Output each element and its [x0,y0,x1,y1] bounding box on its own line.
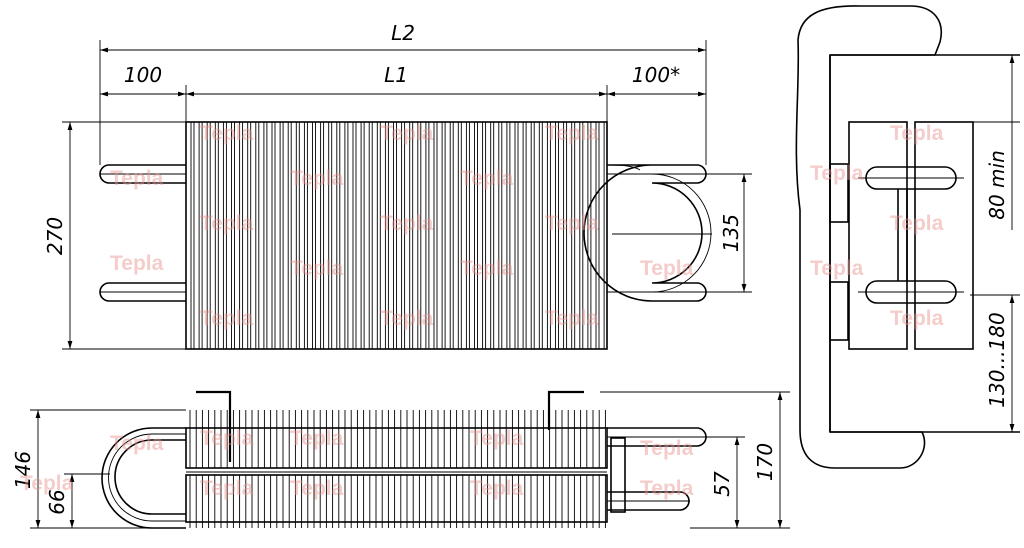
dim-135: 135 [706,173,752,293]
svg-text:Tepla: Tepla [640,437,694,460]
svg-text:Tepla: Tepla [200,122,254,145]
wall-mount-view: 80 min 130...180 [795,5,1020,469]
svg-text:Tepla: Tepla [380,122,434,145]
svg-text:Tepla: Tepla [640,477,694,500]
svg-text:Tepla: Tepla [890,307,944,330]
svg-text:Tepla: Tepla [200,307,254,330]
u-bend-pipe [583,164,712,302]
dim-57: 57 [600,391,790,529]
dim-label-l1: L1 [384,63,408,87]
dim-label-depth-max: 170 [753,443,777,481]
dim-146: 146 [11,409,186,529]
dim-80min: 80 min [985,55,1015,230]
svg-text:Tepla: Tepla [890,122,944,145]
fin-block [185,121,608,350]
dim-130-180: 130...180 [985,295,1015,432]
svg-text:Tepla: Tepla [470,477,524,500]
svg-text:Tepla: Tepla [890,212,944,235]
dim-label-pipe-spacing: 135 [719,214,743,252]
svg-text:Tepla: Tepla [110,167,164,190]
dim-label-depth-total: 146 [11,451,35,489]
dim-label-l2: L2 [391,21,415,45]
svg-text:Tepla: Tepla [545,122,599,145]
dim-label-height: 270 [43,217,67,255]
svg-text:Tepla: Tepla [110,432,164,455]
svg-text:Tepla: Tepla [110,252,164,275]
svg-text:Tepla: Tepla [290,167,344,190]
dim-label-depth-pipe: 66 [45,489,69,514]
svg-text:Tepla: Tepla [20,472,74,495]
svg-text:Tepla: Tepla [290,427,344,450]
front-view: L2 100 L1 100* 270 135 [43,21,752,350]
svg-text:Tepla: Tepla [290,257,344,280]
svg-text:Tepla: Tepla [200,212,254,235]
dim-label-bracket-spacing: 80 min [985,150,1009,220]
dim-l2: L2 [99,21,707,165]
svg-text:Tepla: Tepla [460,167,514,190]
svg-text:Tepla: Tepla [545,307,599,330]
svg-text:Tepla: Tepla [380,212,434,235]
dim-170: 170 [753,392,783,528]
left-inlet-pipes [99,164,186,302]
dim-l1-row: 100 L1 100* [100,63,706,122]
svg-text:Tepla: Tepla [640,257,694,280]
svg-text:Tepla: Tepla [290,477,344,500]
dim-label-right-offset: 100* [632,63,680,87]
dim-label-left-offset: 100 [124,63,162,87]
dim-label-floor-clearance: 130...180 [985,312,1009,407]
svg-text:Tepla: Tepla [200,427,254,450]
svg-text:Tepla: Tepla [460,257,514,280]
dim-label-depth-outlet: 57 [710,471,734,497]
svg-text:Tepla: Tepla [810,162,864,185]
svg-text:Tepla: Tepla [380,307,434,330]
watermark-layer: TeplaTeplaTeplaTeplaTeplaTeplaTeplaTepla… [20,122,944,500]
svg-text:Tepla: Tepla [810,257,864,280]
plan-view: 146 66 57 170 [11,390,790,529]
dim-66: 66 [45,473,110,528]
svg-text:Tepla: Tepla [200,477,254,500]
svg-text:Tepla: Tepla [470,427,524,450]
svg-text:Tepla: Tepla [545,212,599,235]
dim-270: 270 [43,121,186,350]
